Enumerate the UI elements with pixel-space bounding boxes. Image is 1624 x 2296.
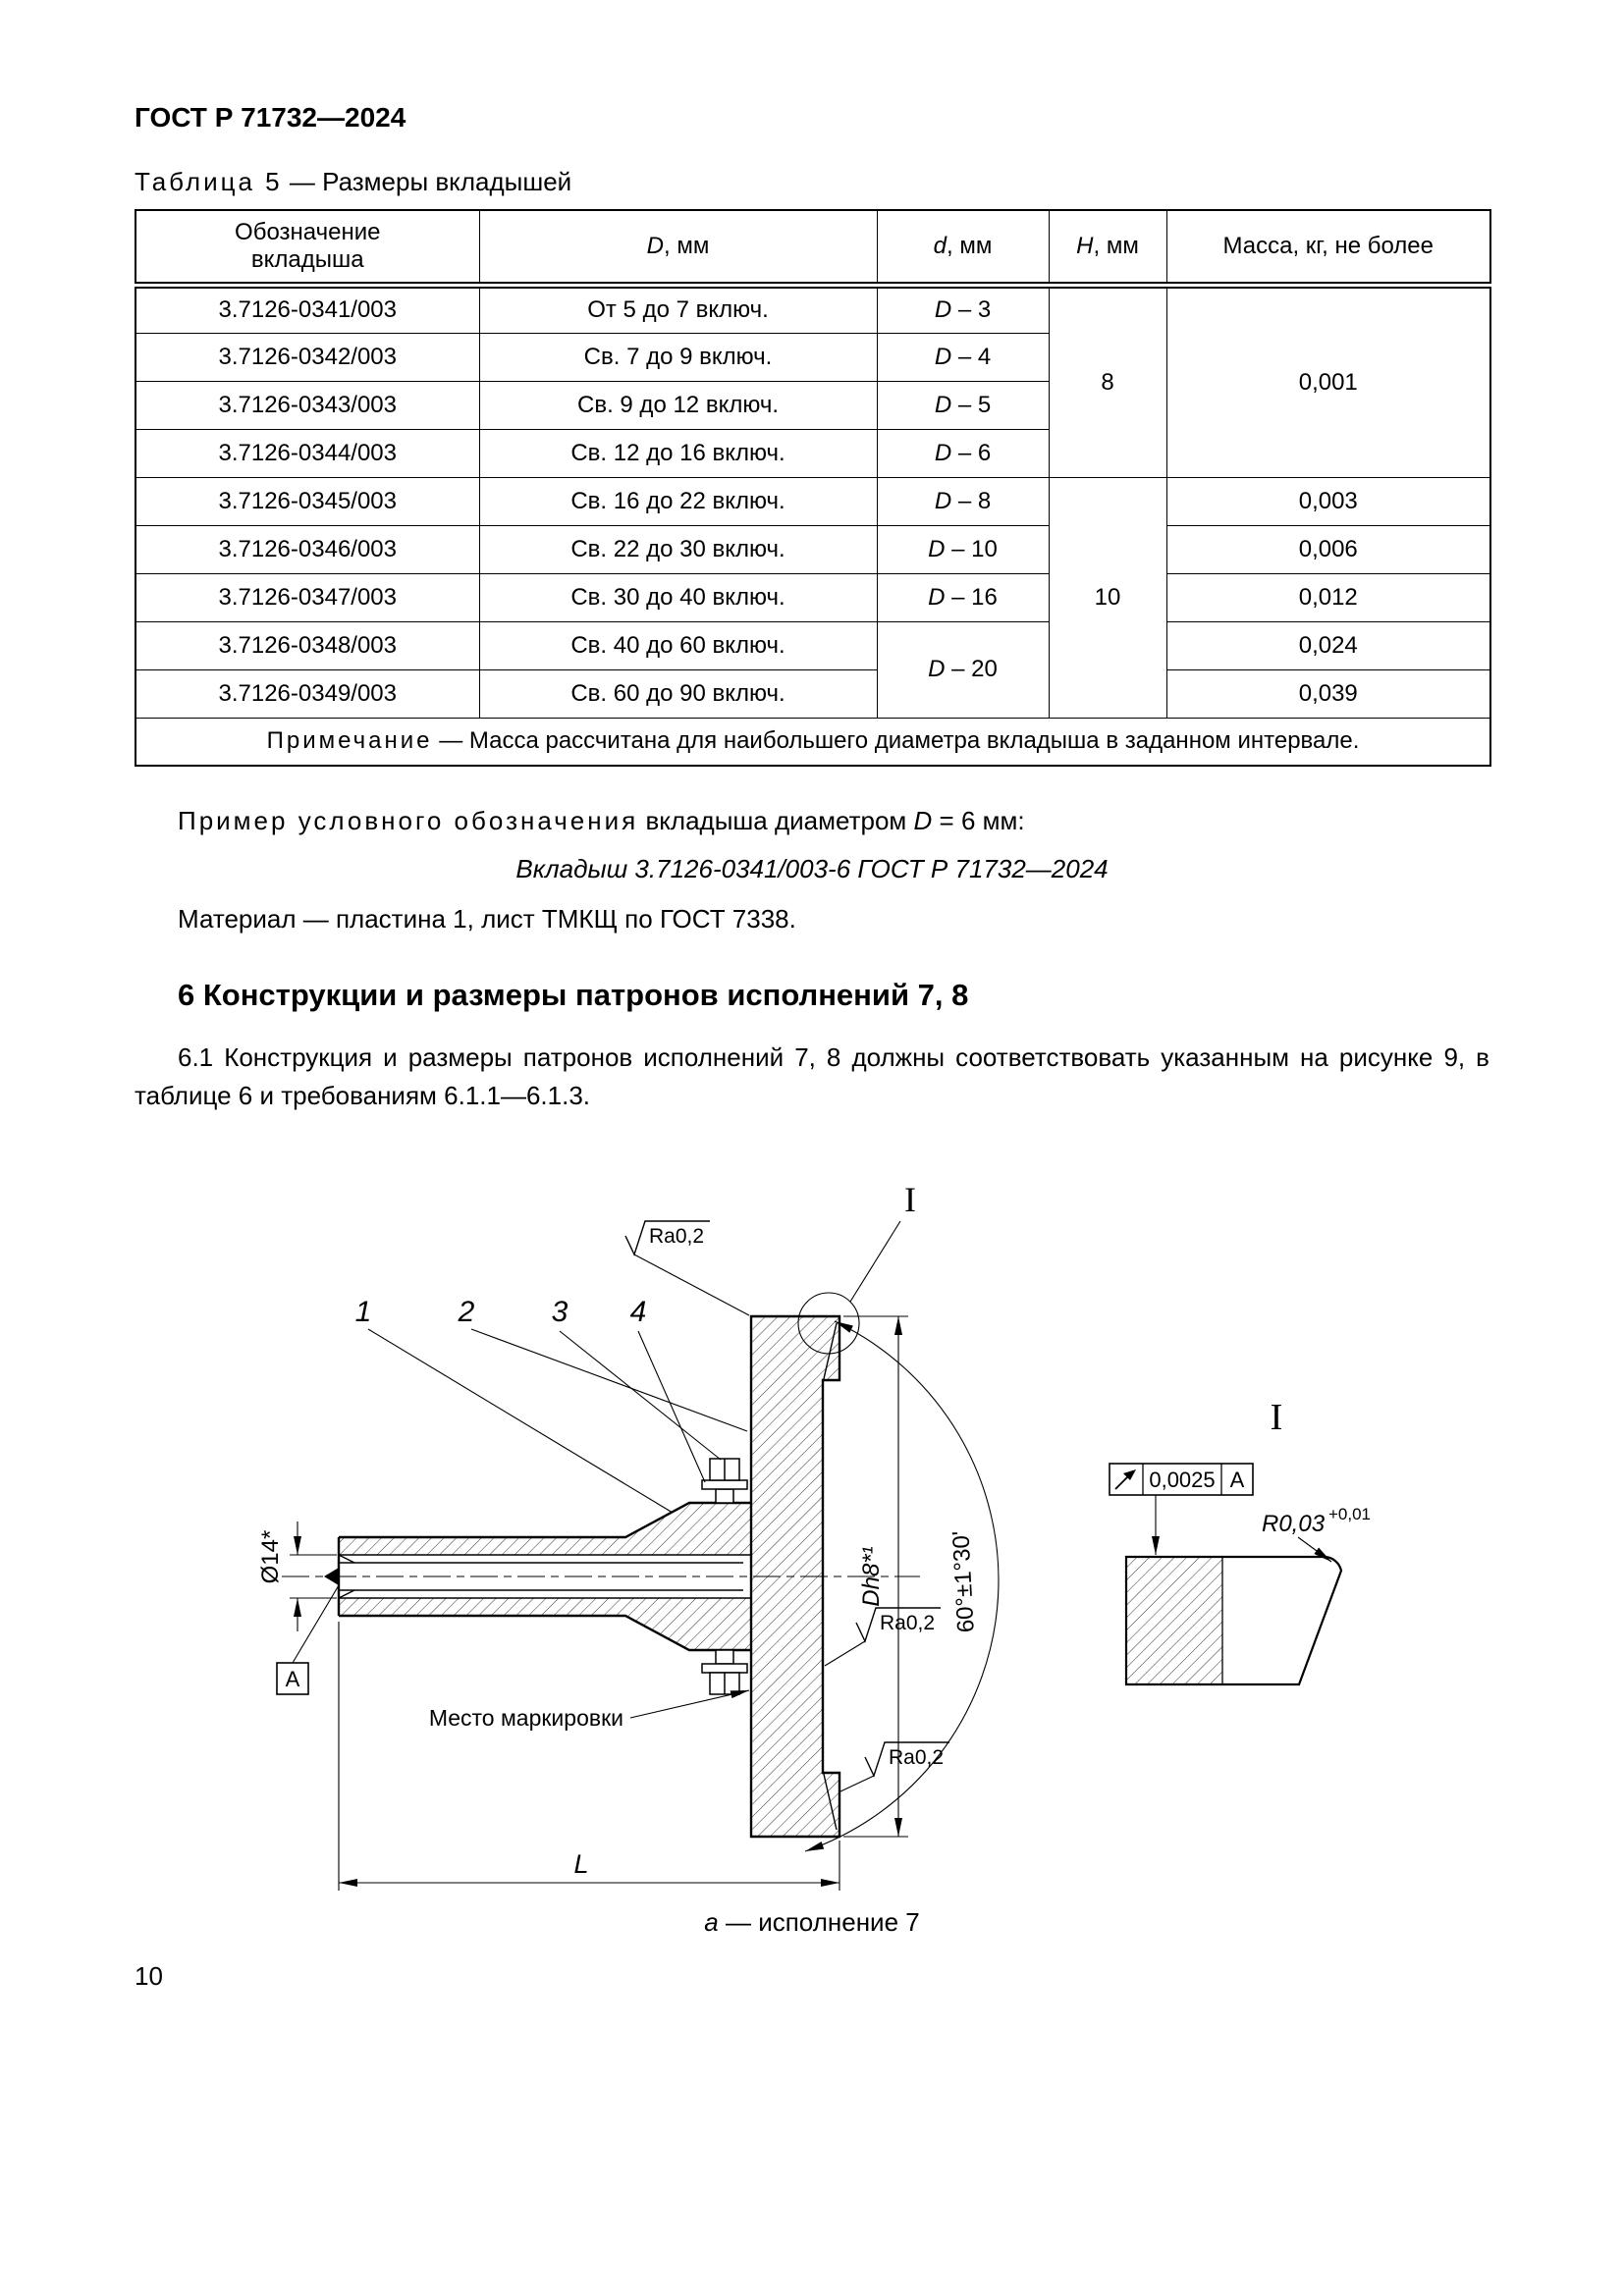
example-lead: Пример условного обозначения вкладыша ди… bbox=[178, 806, 1025, 835]
datum-a bbox=[276, 1568, 339, 1695]
diameter-D-label: Dh8*¹ bbox=[858, 1546, 885, 1606]
cell-mass-merged: 0,001 bbox=[1165, 284, 1491, 478]
datum-a-letter: A bbox=[286, 1667, 300, 1691]
cell-designation: 3.7126-0341/003 bbox=[135, 284, 480, 334]
cell-d-merged: D – 20 bbox=[876, 620, 1050, 719]
roughness-label-bottom: Ra0,2 bbox=[889, 1746, 944, 1769]
callout-2: 2 bbox=[458, 1296, 475, 1328]
cell-range: От 5 до 7 включ. bbox=[478, 284, 878, 334]
cell-designation: 3.7126-0346/003 bbox=[135, 524, 480, 574]
cell-designation: 3.7126-0345/003 bbox=[135, 476, 480, 526]
screw-assembly bbox=[701, 1458, 748, 1695]
material-line: Материал — пластина 1, лист ТМКЩ по ГОСТ… bbox=[178, 904, 796, 934]
cell-designation: 3.7126-0342/003 bbox=[135, 332, 480, 382]
figure-9: 1 2 3 4 Ra0,2 Ra0,2 Ra0,2 Ø14* A Dh8*¹ 6… bbox=[135, 1135, 1489, 1905]
section-paragraph: 6.1 Конструкция и размеры патронов испол… bbox=[135, 1042, 1489, 1110]
doc-header: ГОСТ Р 71732—2024 bbox=[135, 102, 406, 133]
cell-range: Св. 30 до 40 включ. bbox=[478, 572, 878, 622]
example-designation: Вкладыш 3.7126-0341/003-6 ГОСТ Р 71732—2… bbox=[515, 854, 1109, 883]
cell-d: D – 4 bbox=[876, 332, 1050, 382]
radius-tolerance-sup: +0,01 bbox=[1328, 1505, 1371, 1523]
cell-designation: 3.7126-0343/003 bbox=[135, 380, 480, 430]
cell-range: Св. 9 до 12 включ. bbox=[478, 380, 878, 430]
col-header-mass: Масса, кг, не более bbox=[1165, 209, 1491, 289]
table-row: 3.7126-0346/003 Св. 22 до 30 включ. D – … bbox=[135, 524, 1491, 574]
figure-9-drawing: 1 2 3 4 Ra0,2 Ra0,2 Ra0,2 Ø14* A Dh8*¹ 6… bbox=[257, 1180, 1371, 1891]
detail-ref-title: I bbox=[1271, 1397, 1283, 1438]
cell-mass: 0,039 bbox=[1165, 668, 1491, 719]
section-heading: 6 Конструкции и размеры патронов исполне… bbox=[178, 978, 969, 1012]
cell-d: D – 8 bbox=[876, 476, 1050, 526]
table-row: 3.7126-0342/003 Св. 7 до 9 включ. D – 4 bbox=[135, 332, 1490, 382]
cell-d: D – 16 bbox=[876, 572, 1050, 622]
cell-range: Св. 40 до 60 включ. bbox=[478, 620, 878, 670]
table-note: Примечание — Масса рассчитана для наибол… bbox=[135, 717, 1491, 767]
tolerance-frame bbox=[1109, 1463, 1254, 1496]
table-5: Обозначение вкладыша D, мм d, мм H, мм М… bbox=[135, 209, 1491, 767]
cell-range: Св. 7 до 9 включ. bbox=[478, 332, 878, 382]
callout-1: 1 bbox=[355, 1296, 372, 1328]
cell-H-merged: 8 bbox=[1048, 284, 1167, 478]
table-row: 3.7126-0347/003 Св. 30 до 40 включ. D – … bbox=[135, 572, 1491, 622]
cell-mass: 0,024 bbox=[1165, 620, 1491, 670]
detail-ref-main: I bbox=[904, 1180, 916, 1219]
dimension-lines bbox=[290, 1220, 1332, 1891]
cell-designation: 3.7126-0347/003 bbox=[135, 572, 480, 622]
cell-d: D – 10 bbox=[876, 524, 1050, 574]
roughness-label-top: Ra0,2 bbox=[649, 1225, 704, 1248]
tolerance-value: 0,0025 bbox=[1149, 1468, 1215, 1492]
cell-d: D – 6 bbox=[876, 428, 1050, 478]
diameter-14-label: Ø14* bbox=[257, 1530, 284, 1584]
col-header-d: d, мм bbox=[876, 209, 1050, 289]
roughness-label-mid: Ra0,2 bbox=[880, 1612, 935, 1634]
page-number: 10 bbox=[135, 1961, 163, 1991]
table-title-text: — Размеры вкладышей bbox=[289, 167, 572, 196]
col-header-designation: Обозначение вкладыша bbox=[135, 209, 480, 289]
length-L-label: L bbox=[573, 1849, 588, 1879]
cell-designation: 3.7126-0348/003 bbox=[135, 620, 480, 670]
callout-4: 4 bbox=[630, 1296, 647, 1328]
tolerance-datum: A bbox=[1230, 1468, 1245, 1492]
radius-label: R0,03 bbox=[1262, 1511, 1326, 1537]
detail-view-outline bbox=[1124, 1555, 1343, 1686]
table-row: 3.7126-0349/003 Св. 60 до 90 включ. 0,03… bbox=[135, 668, 1491, 719]
cell-range: Св. 60 до 90 включ. bbox=[478, 668, 878, 719]
table-title: Таблица 5 — Размеры вкладышей bbox=[135, 167, 1489, 197]
cell-mass: 0,006 bbox=[1165, 524, 1491, 574]
cell-H-merged: 10 bbox=[1048, 476, 1167, 719]
table-row: 3.7126-0341/003 От 5 до 7 включ. D – 3 8… bbox=[135, 284, 1491, 478]
col-header-D: D, мм bbox=[478, 209, 878, 289]
callout-3: 3 bbox=[552, 1296, 568, 1328]
table-row: 3.7126-0344/003 Св. 12 до 16 включ. D – … bbox=[135, 428, 1490, 478]
cell-range: Св. 12 до 16 включ. bbox=[478, 428, 878, 478]
table-header-row: Обозначение вкладыша D, мм d, мм H, мм М… bbox=[135, 209, 1491, 289]
table-title-label: Таблица 5 bbox=[135, 167, 283, 196]
marking-place-label: Место маркировки bbox=[429, 1705, 623, 1731]
cell-mass: 0,003 bbox=[1165, 476, 1491, 526]
table-row: 3.7126-0345/003 Св. 16 до 22 включ. D – … bbox=[135, 476, 1491, 719]
figure-caption: а — исполнение 7 bbox=[704, 1907, 920, 1937]
cell-d: D – 3 bbox=[876, 284, 1050, 334]
roughness-symbols bbox=[624, 1220, 949, 1778]
cell-d: D – 5 bbox=[876, 380, 1050, 430]
cell-mass: 0,012 bbox=[1165, 572, 1491, 622]
table-note-row: Примечание — Масса рассчитана для наибол… bbox=[135, 717, 1491, 767]
col-header-H: H, мм bbox=[1048, 209, 1167, 289]
angle-label: 60°±1°30' bbox=[947, 1530, 979, 1633]
cell-designation: 3.7126-0344/003 bbox=[135, 428, 480, 478]
cell-designation: 3.7126-0349/003 bbox=[135, 668, 480, 719]
cell-range: Св. 16 до 22 включ. bbox=[478, 476, 878, 526]
cell-range: Св. 22 до 30 включ. bbox=[478, 524, 878, 574]
table-row: 3.7126-0348/003 Св. 40 до 60 включ. D – … bbox=[135, 620, 1491, 719]
